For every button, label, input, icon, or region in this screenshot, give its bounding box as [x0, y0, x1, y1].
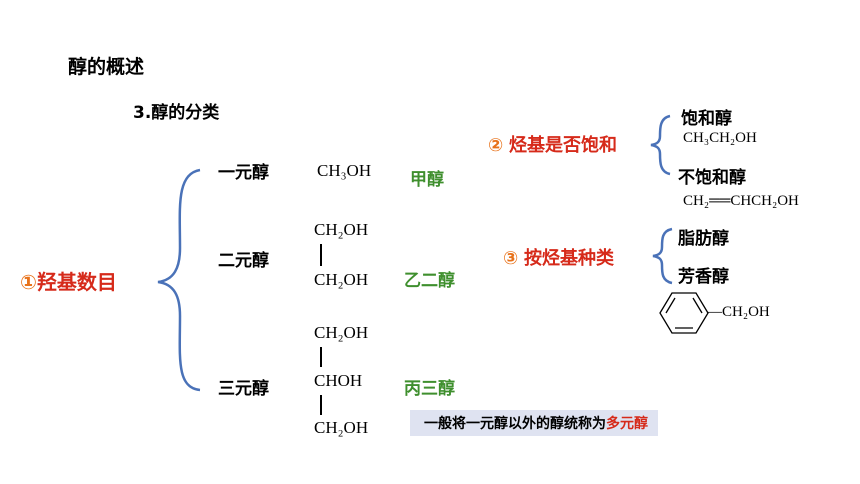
class2-heading: ② 烃基是否饱和 [488, 131, 617, 157]
class2-marker: ② [488, 135, 504, 156]
class3-heading: ③ 按烃基种类 [503, 244, 614, 270]
trihydric-alcohol-label: 三元醇 [218, 379, 269, 399]
class1-brace [157, 168, 201, 392]
glycol-formula-bottom: CH₂OH [314, 270, 369, 289]
unsaturated-alcohol-label: 不饱和醇 [678, 168, 746, 188]
class1-label: 羟基数目 [36, 270, 117, 294]
page-title: 醇的概述 [68, 56, 145, 78]
glycol-formula-top: CH₂OH [314, 220, 369, 239]
glycerol-bond-1 [320, 347, 322, 367]
glycerol-formula-bottom: CH₂OH [314, 418, 369, 437]
polyol-note-highlight: 多元醇 [606, 416, 648, 432]
class3-label: 按烃基种类 [523, 248, 614, 269]
glycerol-name: 丙三醇 [404, 379, 455, 399]
class2-label: 烃基是否饱和 [508, 135, 617, 156]
methanol-formula: CH₃OH [317, 161, 372, 180]
polyol-note: 一般将一元醇以外的醇统称为多元醇 [410, 410, 658, 436]
class1-heading: ①羟基数目 [20, 266, 117, 295]
glycerol-formula-top: CH₂OH [314, 323, 369, 342]
glycol-bond [320, 244, 322, 266]
ethanol-formula: CH₃CH₂OH [683, 130, 757, 146]
class2-brace [650, 114, 671, 176]
glycol-name: 乙二醇 [404, 271, 455, 291]
monohydric-alcohol-label: 一元醇 [218, 163, 269, 183]
class1-marker: ① [20, 270, 37, 294]
saturated-alcohol-label: 饱和醇 [681, 109, 732, 129]
allyl-alcohol-formula: CH₂══CHCH₂OH [683, 193, 799, 209]
polyol-note-text: 一般将一元醇以外的醇统称为 [424, 416, 606, 432]
aliphatic-alcohol-label: 脂肪醇 [678, 229, 729, 249]
benzene-ring-icon [659, 292, 709, 334]
class3-marker: ③ [503, 248, 519, 269]
glycerol-bond-2 [320, 395, 322, 415]
class3-brace [652, 227, 673, 285]
methanol-name: 甲醇 [410, 170, 444, 190]
section-title: 3.醇的分类 [133, 103, 220, 123]
benzyl-alcohol-formula: —CH₂OH [707, 304, 770, 320]
aromatic-alcohol-label: 芳香醇 [678, 267, 729, 287]
glycerol-formula-middle: CHOH [314, 371, 363, 390]
dihydric-alcohol-label: 二元醇 [218, 251, 269, 271]
